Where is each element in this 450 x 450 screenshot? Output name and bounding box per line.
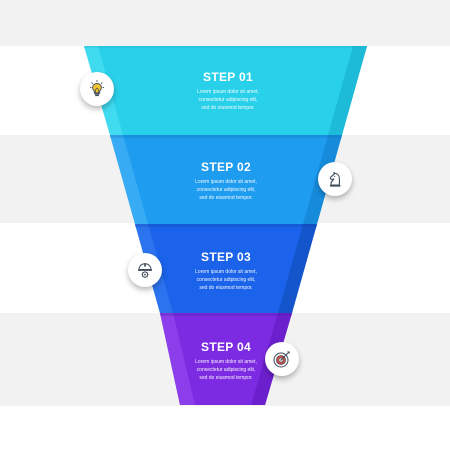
step-02-desc-line: consectetur adipiscing elit, bbox=[196, 187, 256, 193]
step-04-desc-line: Lorem ipsum dolor sit amet, bbox=[195, 359, 257, 365]
step-04-desc-line: sed do eiusmod tempor. bbox=[199, 375, 253, 381]
step-01-desc-line: consectetur adipiscing elit, bbox=[198, 97, 258, 103]
step-04-badge bbox=[265, 342, 299, 376]
step-01-text: STEP 01 Lorem ipsum dolor sit amet, cons… bbox=[158, 70, 298, 112]
funnel-segment-step-02 bbox=[110, 135, 342, 224]
step-02-text: STEP 02 Lorem ipsum dolor sit amet, cons… bbox=[156, 160, 296, 202]
step-02-badge bbox=[318, 162, 352, 196]
step-02-desc-line: Lorem ipsum dolor sit amet, bbox=[195, 179, 257, 185]
step-03-description: Lorem ipsum dolor sit amet, consectetur … bbox=[156, 268, 296, 292]
step-04-text: STEP 04 Lorem ipsum dolor sit amet, cons… bbox=[156, 340, 296, 382]
step-03-desc-line: consectetur adipiscing elit, bbox=[196, 277, 256, 283]
background-band bbox=[0, 0, 450, 46]
step-04-description: Lorem ipsum dolor sit amet, consectetur … bbox=[156, 358, 296, 382]
step-01-desc-line: sed do eiusmod tempor. bbox=[201, 105, 255, 111]
step-03-title: STEP 03 bbox=[201, 250, 251, 264]
step-03-badge bbox=[128, 253, 162, 287]
step-02-title: STEP 02 bbox=[201, 160, 251, 174]
step-03-desc-line: sed do eiusmod tempor. bbox=[199, 285, 253, 291]
chess-knight-icon bbox=[329, 172, 341, 187]
target-icon bbox=[273, 351, 290, 368]
step-04-desc-line: consectetur adipiscing elit, bbox=[196, 367, 256, 373]
step-01-description: Lorem ipsum dolor sit amet, consectetur … bbox=[158, 88, 298, 112]
step-04-title: STEP 04 bbox=[201, 340, 251, 354]
step-01-title: STEP 01 bbox=[203, 70, 253, 84]
step-03-text: STEP 03 Lorem ipsum dolor sit amet, cons… bbox=[156, 250, 296, 292]
step-02-desc-line: sed do eiusmod tempor. bbox=[199, 195, 253, 201]
helmet-gear-icon bbox=[138, 263, 152, 278]
step-01-badge bbox=[80, 72, 114, 106]
funnel-segment-step-04 bbox=[160, 313, 292, 405]
funnel-segment-step-01 bbox=[84, 46, 367, 135]
step-03-desc-line: Lorem ipsum dolor sit amet, bbox=[195, 269, 257, 275]
step-02-description: Lorem ipsum dolor sit amet, consectetur … bbox=[156, 178, 296, 202]
lightbulb-icon bbox=[90, 80, 104, 97]
step-01-desc-line: Lorem ipsum dolor sit amet, bbox=[197, 89, 259, 95]
